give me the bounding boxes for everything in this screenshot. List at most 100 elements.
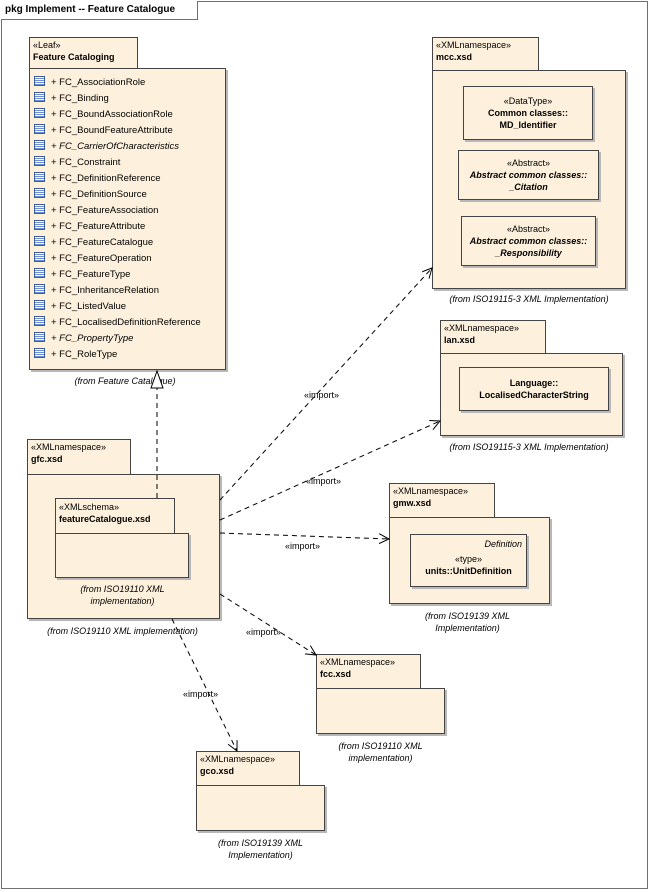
attribute-row[interactable]: + FC_FeatureAttribute <box>34 219 145 235</box>
attribute-row[interactable]: + FC_FeatureCatalogue <box>34 235 153 251</box>
feature-catalogue-schema-tab[interactable]: «XMLschema» featureCatalogue.xsd <box>55 498 175 534</box>
gco-from: (from ISO19139 XML Implementation) <box>188 837 333 861</box>
attribute-label: + FC_FeatureCatalogue <box>51 237 154 248</box>
feature-catalogue-schema-from-line2: implementation) <box>90 596 155 606</box>
import-line-gfc-to-mcc[interactable] <box>219 268 432 501</box>
unit-definition-class[interactable]: Definition «type» units::UnitDefinition <box>410 534 527 587</box>
class-icon <box>34 284 45 294</box>
gmw-from-line1: (from ISO19139 XML <box>424 611 511 621</box>
attribute-row[interactable]: + FC_InheritanceRelation <box>34 283 159 299</box>
class-icon <box>34 332 45 342</box>
gco-package[interactable] <box>196 785 325 831</box>
import-line-gfc-to-lan[interactable] <box>219 421 440 521</box>
gfc-name: gfc.xsd <box>31 454 63 464</box>
responsibility-line2: _Responsibility <box>495 248 562 258</box>
unit-definition-name: Definition <box>484 539 522 549</box>
fcc-from-line1: (from ISO19110 XML <box>338 741 423 751</box>
class-icon <box>34 300 45 310</box>
md-identifier-line1: Common classes:: <box>487 108 569 118</box>
lan-stereotype: «XMLnamespace» <box>444 323 520 333</box>
import-label-fcc: «import» <box>246 627 282 637</box>
responsibility-line1: Abstract common classes:: <box>469 236 588 246</box>
attribute-row[interactable]: + FC_DefinitionSource <box>34 187 147 203</box>
attribute-row[interactable]: + FC_CarrierOfCharacteristics <box>34 139 179 155</box>
attribute-row[interactable]: + FC_BoundAssociationRole <box>34 107 173 123</box>
class-icon <box>34 316 45 326</box>
citation-class[interactable]: «Abstract» Abstract common classes:: _Ci… <box>458 150 599 200</box>
attribute-row[interactable]: + FC_FeatureAssociation <box>34 203 158 219</box>
fcc-package[interactable] <box>316 688 445 734</box>
md-identifier-class[interactable]: «DataType» Common classes:: MD_Identifie… <box>463 86 593 140</box>
import-line-gfc-to-gmw[interactable] <box>219 532 389 539</box>
gco-from-line2: Implementation) <box>228 850 293 860</box>
fcc-from-line2: implementation) <box>348 753 413 763</box>
feature-cataloging-package[interactable] <box>29 68 226 370</box>
gco-from-line1: (from ISO19139 XML <box>217 838 304 848</box>
feature-catalogue-schema-stereotype: «XMLschema» <box>59 502 120 512</box>
attribute-row[interactable]: + FC_PropertyType <box>34 331 133 347</box>
attribute-row[interactable]: + FC_AssociationRole <box>34 75 145 91</box>
attribute-row[interactable]: + FC_Constraint <box>34 155 120 171</box>
feature-catalogue-schema-package[interactable] <box>55 533 189 578</box>
feature-cataloging-stereotype: «Leaf» <box>33 40 61 50</box>
feature-catalogue-schema-from-line1: (from ISO19110 XML <box>80 584 165 594</box>
localised-line1: Language:: <box>509 378 559 388</box>
fcc-name: fcc.xsd <box>320 669 352 679</box>
gmw-tab[interactable]: «XMLnamespace» gmw.xsd <box>389 483 495 518</box>
attribute-label: + FC_DefinitionSource <box>51 189 147 200</box>
localised-line2: LocalisedCharacterString <box>479 390 589 400</box>
gfc-tab[interactable]: «XMLnamespace» gfc.xsd <box>27 439 131 475</box>
feature-cataloging-from: (from Feature Catalogue) <box>74 376 176 386</box>
attribute-label: + FC_FeatureAttribute <box>51 221 146 232</box>
attribute-label: + FC_FeatureAssociation <box>51 205 159 216</box>
attribute-row[interactable]: + FC_Binding <box>34 91 109 107</box>
gmw-name: gmw.xsd <box>393 498 432 508</box>
localised-character-string-class[interactable]: Language:: LocalisedCharacterString <box>459 367 609 411</box>
attribute-label: + FC_FeatureOperation <box>51 253 152 264</box>
fcc-stereotype: «XMLnamespace» <box>320 657 396 667</box>
class-icon <box>34 172 45 182</box>
attribute-row[interactable]: + FC_ListedValue <box>34 299 126 315</box>
import-line-gfc-to-gco[interactable] <box>171 618 237 751</box>
class-icon <box>34 92 45 102</box>
attribute-row[interactable]: + FC_FeatureType <box>34 267 130 283</box>
responsibility-stereotype: «Abstract» <box>506 224 551 234</box>
import-line-gfc-to-fcc[interactable] <box>219 593 316 655</box>
mcc-stereotype: «XMLnamespace» <box>436 40 512 50</box>
mcc-from: (from ISO19115-3 XML Implementation) <box>449 294 609 304</box>
class-icon <box>34 76 45 86</box>
dependency-arrowhead <box>150 369 164 389</box>
import-label-lan: «import» <box>306 476 342 486</box>
gfc-from: (from ISO19110 XML implementation) <box>47 626 198 636</box>
citation-stereotype: «Abstract» <box>506 158 551 168</box>
attribute-row[interactable]: + FC_RoleType <box>34 347 117 363</box>
unit-definition-stereotype: «type» <box>454 554 483 564</box>
attribute-row[interactable]: + FC_BoundFeatureAttribute <box>34 123 173 139</box>
attribute-label: + FC_LocalisedDefinitionReference <box>51 317 201 328</box>
import-label-mcc: «import» <box>304 390 340 400</box>
attribute-row[interactable]: + FC_FeatureOperation <box>34 251 152 267</box>
frame-title: pkg Implement -- Feature Catalogue <box>1 1 199 20</box>
attribute-label: + FC_RoleType <box>51 349 118 360</box>
feature-cataloging-tab[interactable]: «Leaf» Feature Cataloging <box>29 37 138 69</box>
attribute-label: + FC_CarrierOfCharacteristics <box>51 141 180 152</box>
gco-stereotype: «XMLnamespace» <box>200 754 276 764</box>
class-icon <box>34 140 45 150</box>
class-icon <box>34 188 45 198</box>
attribute-label: + FC_AssociationRole <box>51 77 146 88</box>
attribute-label: + FC_PropertyType <box>51 333 134 344</box>
responsibility-class[interactable]: «Abstract» Abstract common classes:: _Re… <box>461 216 596 266</box>
lan-name: lan.xsd <box>444 335 476 345</box>
attribute-label: + FC_FeatureType <box>51 269 131 280</box>
fcc-tab[interactable]: «XMLnamespace» fcc.xsd <box>316 654 421 689</box>
lan-tab[interactable]: «XMLnamespace» lan.xsd <box>440 320 546 354</box>
unit-definition-line2: units::UnitDefinition <box>425 566 512 576</box>
attribute-row[interactable]: + FC_DefinitionReference <box>34 171 161 187</box>
import-label-gco: «import» <box>183 689 219 699</box>
attribute-label: + FC_InheritanceRelation <box>51 285 159 296</box>
attribute-row[interactable]: + FC_LocalisedDefinitionReference <box>34 315 201 331</box>
mcc-name: mcc.xsd <box>436 52 473 62</box>
class-icon <box>34 348 45 358</box>
gmw-from-line2: Implementation) <box>435 623 500 633</box>
attribute-label: + FC_BoundAssociationRole <box>51 109 173 120</box>
